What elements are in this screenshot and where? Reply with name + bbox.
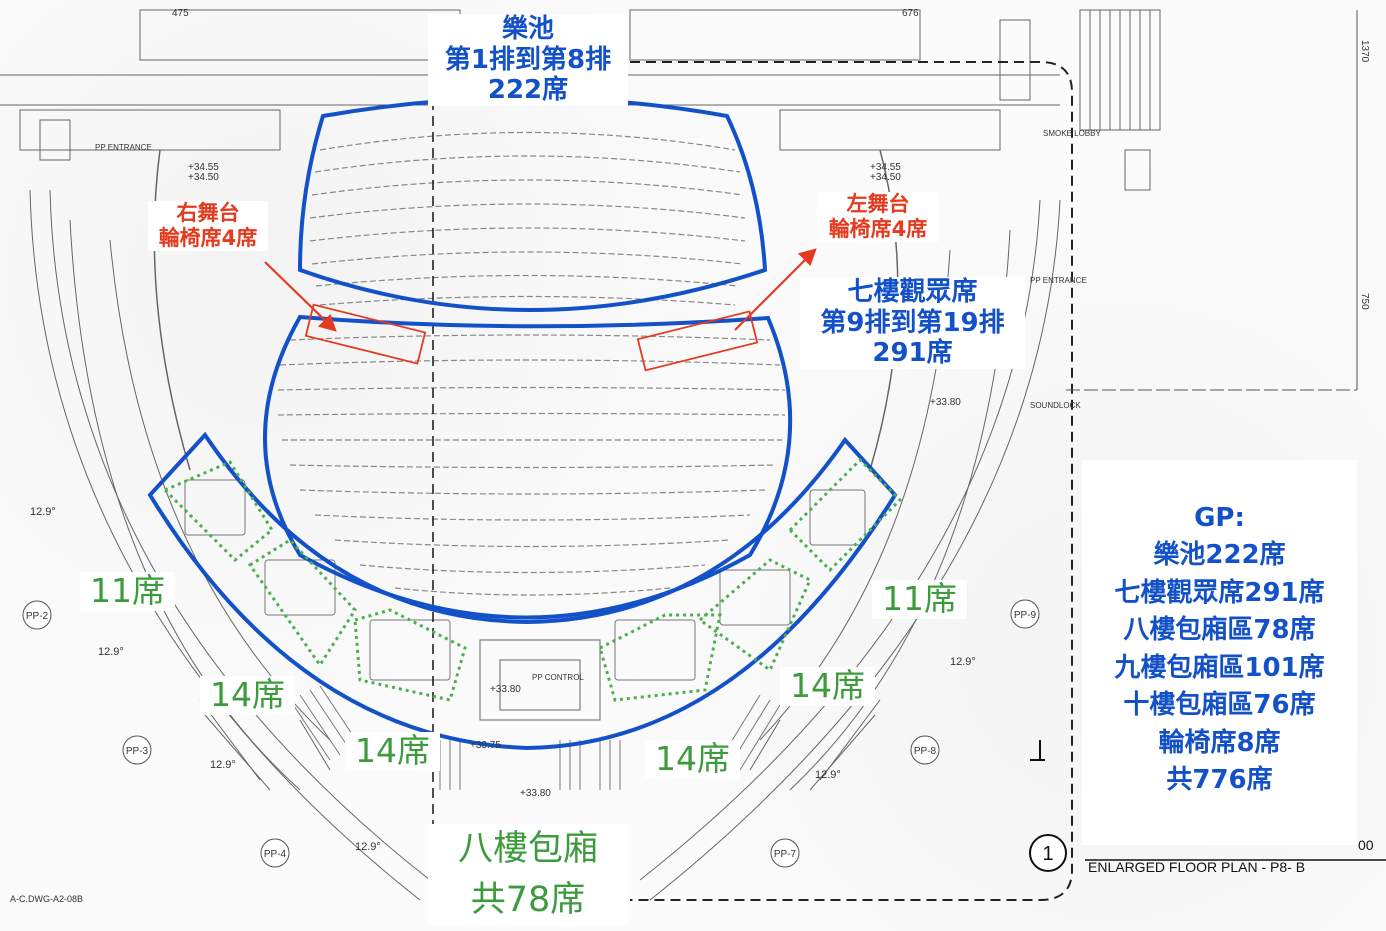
box-count-left-mid: 14席 [200, 675, 295, 715]
stage-right-title: 右舞台 [176, 201, 240, 225]
summary-line-floor8: 八樓包廂區78席 [1123, 615, 1316, 646]
box-count-right-outer: 11席 [872, 579, 967, 619]
angle-labels: 12.9° 12.9° 12.9° 12.9° 12.9° 12.9° [30, 506, 976, 853]
elev-label-4: +34.50 [870, 172, 901, 183]
summary-line-floor7: 七樓觀眾席291席 [1114, 577, 1325, 608]
angle-label-1: 12.9° [30, 506, 56, 518]
summary-line-total: 共776席 [1166, 765, 1273, 796]
dim-top-left: 475 [172, 8, 189, 19]
elev-label-7: +33.80 [520, 788, 551, 799]
summary-line-floor9: 九樓包廂區101席 [1114, 652, 1325, 683]
floor7-label: 七樓觀眾席 第9排到第19排 291席 [800, 277, 1025, 370]
elev-label-8: +33.75 [470, 740, 501, 751]
summary-line-orchestra: 樂池222席 [1153, 540, 1286, 571]
orchestra-zone-outline [297, 96, 768, 312]
wheelchair-area-left-stage [636, 310, 759, 372]
elev-label-2: +34.50 [188, 172, 219, 183]
box-count-right-mid: 14席 [780, 666, 875, 706]
floor8-box-zone-outline [147, 431, 898, 751]
floor8-label: 八樓包廂 共78席 [428, 824, 628, 926]
elevation-labels: +34.55 +34.50 +34.55 +34.50 +33.80 +33.8… [188, 162, 961, 799]
floor7-zone-outline [263, 314, 793, 620]
room-labels: PP ENTRANCE PP ENTRANCE SOUNDLOCK SMOKE … [95, 129, 1101, 682]
orchestra-seats: 222席 [487, 75, 569, 106]
grid-label-pp4: PP-4 [264, 849, 287, 860]
dimension-labels: 475 676 1370 750 [172, 8, 1370, 310]
elev-label-6: +33.80 [490, 684, 521, 695]
orchestra-label: 樂池 第1排到第8排 222席 [428, 14, 628, 107]
wheelchair-area-right-stage [304, 303, 427, 365]
box-count-left-outer: 11席 [80, 571, 175, 611]
stage-left-wheelchair: 輪椅席4席 [828, 216, 928, 241]
plan-number: 1 [1042, 843, 1053, 865]
room-label-3: SOUNDLOCK [1030, 401, 1081, 410]
summary-line-floor10: 十樓包廂區76席 [1123, 690, 1316, 721]
box-count-right-inner: 14席 [645, 739, 740, 779]
floor8-title: 八樓包廂 [457, 829, 598, 869]
room-label-5: PP CONTROL [532, 673, 584, 682]
corner-code: 00 [1358, 837, 1374, 853]
sheet-reference: A-C.DWG-A2-08B [10, 894, 83, 904]
seat-rows [277, 131, 786, 596]
box-seat-marks [184, 479, 866, 681]
floor7-rows: 第9排到第19排 [820, 307, 1005, 338]
plan-boundary [630, 61, 1073, 901]
box-count-left-inner: 14席 [345, 731, 440, 771]
angle-label-6: 12.9° [950, 656, 976, 668]
wheelchair-arrows [264, 248, 817, 332]
angle-label-3: 12.9° [210, 759, 236, 771]
angle-label-4: 12.9° [355, 841, 381, 853]
grid-label-pp3: PP-3 [126, 746, 149, 757]
dim-top-right: 676 [902, 8, 919, 19]
orchestra-rows: 第1排到第8排 [444, 44, 612, 75]
dim-side-1: 1370 [1359, 40, 1370, 63]
stage-right-wheelchair: 輪椅席4席 [158, 225, 258, 250]
stage-left-title: 左舞台 [846, 192, 910, 216]
architectural-linework [0, 9, 1161, 901]
box-group-outlines [162, 457, 903, 702]
floor8-total: 共78席 [470, 879, 586, 920]
grid-label-pp7: PP-7 [774, 849, 797, 860]
grid-label-pp9: PP-9 [1014, 610, 1037, 621]
stage-right-label: 右舞台 輪椅席4席 [148, 201, 268, 251]
elev-label-1: +34.55 [188, 162, 219, 173]
plan-title: ENLARGED FLOOR PLAN - P8- B [1088, 859, 1305, 875]
summary-title: GP: [1194, 503, 1245, 533]
summary-panel: GP: 樂池222席 七樓觀眾席291席 八樓包廂區78席 九樓包廂區101席 … [1082, 460, 1357, 845]
grid-bubbles [22, 599, 1067, 872]
room-label-2: PP ENTRANCE [1030, 276, 1087, 285]
elev-label-5: +33.80 [930, 397, 961, 408]
summary-line-wheelchair: 輪椅席8席 [1158, 727, 1281, 758]
dim-side-2: 750 [1359, 293, 1370, 310]
elev-label-3: +34.55 [870, 162, 901, 173]
orchestra-title: 樂池 [501, 14, 554, 44]
floor7-title: 七樓觀眾席 [847, 277, 978, 307]
grid-label-pp8: PP-8 [914, 746, 937, 757]
room-label-1: PP ENTRANCE [95, 143, 152, 152]
room-label-4: SMOKE LOBBY [1043, 129, 1101, 138]
stage-left-label: 左舞台 輪椅席4席 [818, 192, 938, 242]
grid-label-pp2: PP-2 [26, 611, 49, 622]
angle-label-5: 12.9° [815, 769, 841, 781]
grid-bubble-labels: PP-2 PP-3 PP-4 PP-7 PP-8 PP-9 [26, 610, 1037, 860]
angle-label-2: 12.9° [98, 646, 124, 658]
floor7-seats: 291席 [872, 338, 953, 369]
